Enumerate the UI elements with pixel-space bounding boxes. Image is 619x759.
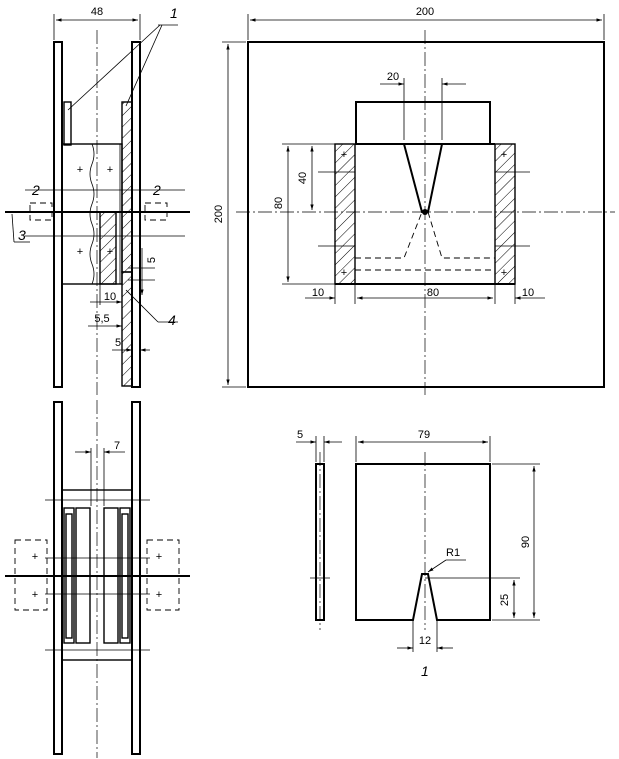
plus-mark: + [77,164,83,176]
right-guide-hatched [494,143,516,285]
callout-2-right: 2 [152,182,161,198]
dim-front-width: 200 [416,6,434,18]
dim-side-step: 5,5 [94,313,109,325]
plus-mark: + [77,246,83,258]
left-outer-plate [53,41,63,388]
dim-plate-height: 90 [520,536,532,548]
dim-front-height-80: 80 [273,197,285,209]
dim-front-height-40: 40 [297,172,309,184]
specimen-hidden-lower [355,211,495,259]
plus-mark: + [341,149,347,161]
specimen-detail: 5 79 90 25 12 R1 1 [296,429,540,679]
callout-1: 1 [170,5,178,21]
right-outer-plate [131,401,141,755]
callout-2-left: 2 [31,182,40,198]
plus-mark: + [107,246,113,258]
plus-mark: + [501,149,507,161]
dim-plate-radius: R1 [446,547,460,559]
left-outer-plate [53,401,63,755]
specimen-left [63,101,72,146]
dim-side-offset: 10 [104,291,116,303]
part-label-1: 1 [421,663,429,679]
dim-front-bottom-left: 10 [312,287,324,299]
callout-3: 3 [18,227,26,243]
dim-plate-notch-height: 25 [499,594,511,606]
plus-mark: + [156,589,162,601]
dim-bottom-side-gap: 7 [114,440,120,452]
specimen-plate [355,463,491,621]
notch-tip [422,209,428,215]
dim-front-bottom-right: 10 [522,287,534,299]
dim-plate-notch-width: 12 [419,635,431,647]
clamp-screw-left [14,539,48,611]
right-outer-plate [131,41,141,388]
outer-plate [247,41,605,388]
clamp-screw-right [146,539,180,611]
dim-side-notch: 5 [146,257,158,263]
side-plan-view: + + + + 7 [5,400,190,758]
plus-mark: + [32,589,38,601]
top-block [355,101,491,145]
dim-front-bottom-mid: 80 [427,287,439,299]
plus-mark: + [156,551,162,563]
clamp-screw-right [144,202,168,221]
dim-plate-width: 79 [418,429,430,441]
dim-front-notch-top: 20 [387,71,399,83]
plus-mark: + [107,164,113,176]
front-view: + + + + 200 200 20 40 80 [213,6,615,395]
dim-plate-thickness: 5 [297,429,303,441]
side-section-view: + + + + 48 1 2 2 3 4 5 10 5,5 [5,5,190,395]
plus-mark: + [501,267,507,279]
left-guide-hatched [334,143,356,285]
break-line [89,143,95,285]
dim-front-height: 200 [213,205,225,223]
dim-side-thickness: 5 [115,337,121,349]
plus-mark: + [32,551,38,563]
dim-side-width: 48 [91,6,103,18]
plus-mark: + [341,267,347,279]
specimen-lower-hatched [121,271,133,387]
clamp-screw-left [29,202,53,221]
callout-4: 4 [168,312,176,328]
specimen-right-hatched [121,101,133,273]
